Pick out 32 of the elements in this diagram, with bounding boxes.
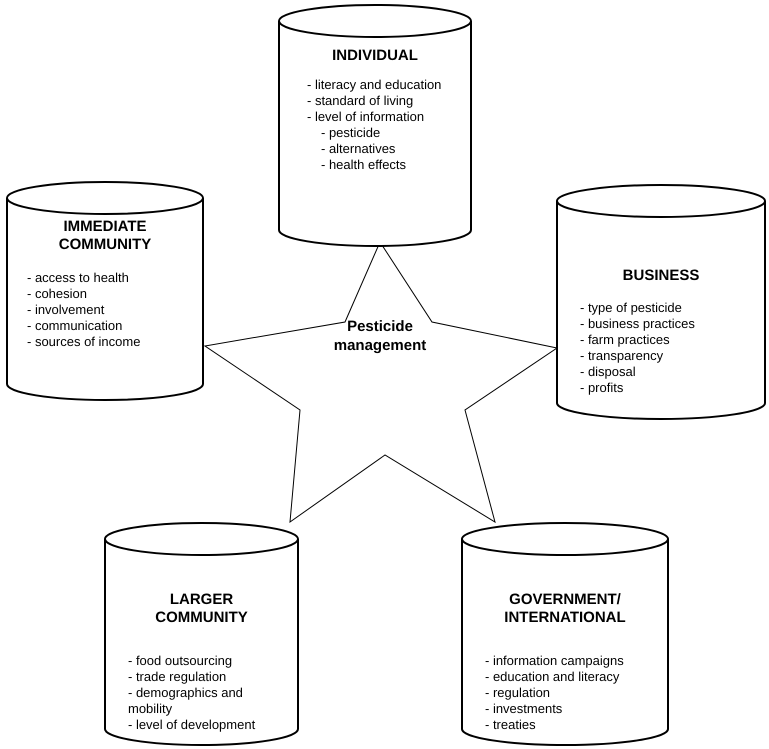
list-item: - disposal [580,364,637,380]
list-item: - profits [580,380,624,396]
cylinder-heading: BUSINESS [622,267,700,285]
cylinder-heading: INDIVIDUAL [331,47,419,65]
list-item: - investments [485,701,564,717]
list-item: - regulation [485,685,552,701]
cylinder-heading: IMMEDIATE COMMUNITY [58,218,152,254]
list-item: - communication [27,318,124,334]
list-item: - information campaigns [485,653,625,669]
cylinder-heading: GOVERNMENT/ INTERNATIONAL [503,591,627,627]
list-item: - type of pesticide [580,300,683,316]
list-item: - pesticide [321,125,382,141]
list-item: - cohesion [27,286,88,302]
list-item: - farm practices [580,332,671,348]
list-item: - level of development [128,717,256,733]
list-item: - treaties [485,717,537,733]
list-item: - business practices [580,316,696,332]
list-item: - sources of income [27,334,142,350]
list-item: - education and literacy [485,669,620,685]
list-item: - demographics and mobility [128,685,244,717]
list-item: - access to health [27,270,130,286]
list-item: - transparency [580,348,664,364]
list-item: - literacy and education [307,77,442,93]
cylinder-heading: LARGER COMMUNITY [154,591,249,627]
list-item: - involvement [27,302,106,318]
list-item: - food outsourcing [128,653,234,669]
list-item: - alternatives [321,141,396,157]
list-item: - level of information [307,109,426,125]
list-item: - trade regulation [128,669,228,685]
list-item: - health effects [321,157,408,173]
list-item: - standard of living [307,93,414,109]
star-label: Pesticide management [332,317,428,355]
